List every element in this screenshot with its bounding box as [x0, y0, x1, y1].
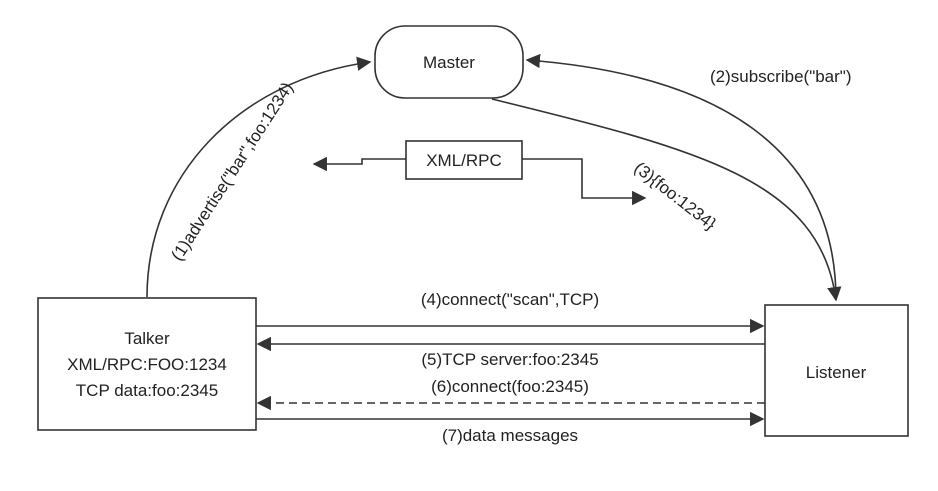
subscribe-label: (2)subscribe("bar")	[710, 67, 852, 86]
connect-foo-label: (6)connect(foo:2345)	[431, 377, 589, 396]
advertise-arrow	[146, 56, 372, 298]
talker-node: Talker XML/RPC:FOO:1234 TCP data:foo:234…	[37, 297, 257, 431]
talker-tcp-address: TCP data:foo:2345	[76, 381, 218, 400]
talker-xmlrpc-address: XML/RPC:FOO:1234	[67, 355, 227, 374]
connect-scan-label: (4)connect("scan",TCP)	[421, 290, 599, 309]
foo1234-label: (3){foo:1234}	[631, 158, 720, 234]
xmlrpc-right-arrow	[522, 158, 647, 206]
subscribe-arrow	[525, 53, 837, 301]
xmlrpc-left-arrow	[312, 156, 406, 172]
tcp-server-label: (5)TCP server:foo:2345	[421, 350, 598, 369]
listener-label: Listener	[806, 363, 867, 382]
data-messages-label: (7)data messages	[442, 426, 578, 445]
listener-node: Listener	[764, 304, 909, 437]
xmlrpc-label: XML/RPC	[426, 151, 502, 170]
master-label: Master	[423, 53, 475, 72]
master-node: Master	[374, 25, 524, 99]
advertise-label: (1)advertise("bar",foo:1234)	[167, 79, 297, 264]
xmlrpc-node: XML/RPC	[405, 140, 523, 180]
talker-title: Talker	[124, 329, 170, 348]
foo1234-arrow	[491, 98, 842, 302]
